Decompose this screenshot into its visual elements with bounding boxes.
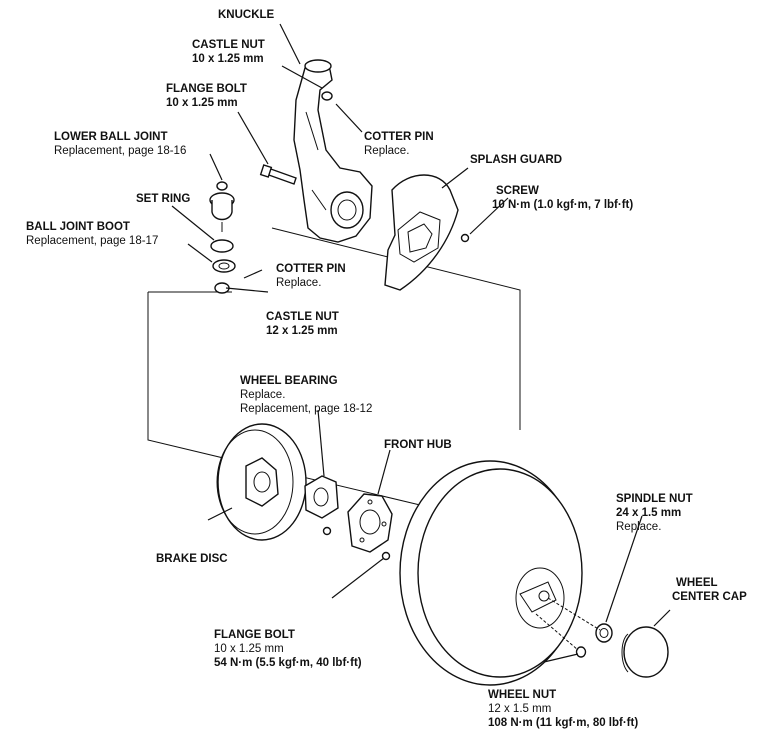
label-wheel-center-cap: WHEEL CENTER CAP bbox=[672, 576, 747, 604]
wheel-nut-part bbox=[575, 646, 587, 658]
label-cotter-pin-lower-note: Replace. bbox=[276, 277, 322, 289]
label-wheel-center-cap-title1: WHEEL bbox=[676, 577, 718, 589]
assembly-frame-right bbox=[271, 227, 521, 430]
label-set-ring-title: SET RING bbox=[136, 193, 191, 205]
label-screw: SCREW 10 N·m (1.0 kgf·m, 7 lbf·ft) bbox=[492, 184, 633, 212]
label-castle-nut-top: CASTLE NUT 10 x 1.25 mm bbox=[192, 38, 265, 66]
label-castle-nut-lower-title: CASTLE NUT bbox=[266, 311, 339, 323]
label-castle-nut-top-title: CASTLE NUT bbox=[192, 39, 265, 51]
label-splash-guard: SPLASH GUARD bbox=[470, 153, 562, 167]
label-splash-guard-title: SPLASH GUARD bbox=[470, 154, 563, 166]
label-spindle-nut-title: SPINDLE NUT bbox=[616, 493, 693, 505]
label-flange-bolt-lower: FLANGE BOLT 10 x 1.25 mm 54 N·m (5.5 kgf… bbox=[214, 628, 362, 670]
label-flange-bolt-top-spec: 10 x 1.25 mm bbox=[166, 97, 238, 109]
flange-bolt-top-part bbox=[259, 164, 297, 185]
label-castle-nut-lower-spec: 12 x 1.25 mm bbox=[266, 325, 338, 337]
label-wheel-bearing-note1: Replace. bbox=[240, 389, 286, 401]
label-knuckle-title: KNUCKLE bbox=[218, 9, 275, 21]
label-spindle-nut-spec: 24 x 1.5 mm bbox=[616, 507, 682, 519]
label-lower-ball-joint-note: Replacement, page 18-16 bbox=[54, 145, 187, 157]
label-ball-joint-boot: BALL JOINT BOOT Replacement, page 18-17 bbox=[26, 220, 158, 248]
front-hub-part bbox=[347, 493, 393, 553]
wheel-bearing-part bbox=[304, 475, 339, 519]
label-wheel-nut-torque: 108 N·m (11 kgf·m, 80 lbf·ft) bbox=[488, 717, 639, 729]
label-screw-title: SCREW bbox=[496, 185, 539, 197]
cotter-pin-lower-part bbox=[243, 269, 263, 279]
label-flange-bolt-lower-spec: 10 x 1.25 mm bbox=[214, 643, 284, 655]
label-wheel-bearing-note2: Replacement, page 18-12 bbox=[240, 403, 373, 415]
label-front-hub: FRONT HUB bbox=[384, 438, 452, 452]
label-cotter-pin-top: COTTER PIN Replace. bbox=[364, 130, 434, 158]
wheel-center-cap-part bbox=[621, 626, 669, 678]
label-ball-joint-boot-note: Replacement, page 18-17 bbox=[26, 235, 159, 247]
label-wheel-center-cap-title2: CENTER CAP bbox=[672, 591, 747, 603]
brake-disc-part bbox=[216, 423, 307, 541]
label-lower-ball-joint-title: LOWER BALL JOINT bbox=[54, 131, 168, 143]
label-front-hub-title: FRONT HUB bbox=[384, 439, 452, 451]
spindle-nut-part bbox=[595, 623, 613, 643]
label-knuckle: KNUCKLE bbox=[218, 8, 274, 22]
label-cotter-pin-lower: COTTER PIN Replace. bbox=[276, 262, 346, 290]
label-cotter-pin-top-title: COTTER PIN bbox=[364, 131, 434, 143]
castle-nut-top-part bbox=[321, 91, 333, 101]
label-brake-disc: BRAKE DISC bbox=[156, 552, 228, 566]
label-cotter-pin-lower-title: COTTER PIN bbox=[276, 263, 346, 275]
label-flange-bolt-top: FLANGE BOLT 10 x 1.25 mm bbox=[166, 82, 247, 110]
label-screw-torque: 10 N·m (1.0 kgf·m, 7 lbf·ft) bbox=[492, 199, 634, 211]
splash-guard-part bbox=[384, 174, 459, 291]
bearing-bolt-part bbox=[322, 526, 332, 536]
label-spindle-nut: SPINDLE NUT 24 x 1.5 mm Replace. bbox=[616, 492, 693, 534]
label-castle-nut-lower: CASTLE NUT 12 x 1.25 mm bbox=[266, 310, 339, 338]
label-castle-nut-top-spec: 10 x 1.25 mm bbox=[192, 53, 264, 65]
knuckle-part bbox=[293, 59, 373, 243]
lower-ball-joint-part bbox=[209, 181, 235, 232]
label-ball-joint-boot-title: BALL JOINT BOOT bbox=[26, 221, 130, 233]
label-brake-disc-title: BRAKE DISC bbox=[156, 553, 228, 565]
label-wheel-nut: WHEEL NUT 12 x 1.5 mm 108 N·m (11 kgf·m,… bbox=[488, 688, 638, 730]
flange-bolt-lower-part bbox=[381, 551, 391, 561]
label-cotter-pin-top-note: Replace. bbox=[364, 145, 410, 157]
label-wheel-nut-title: WHEEL NUT bbox=[488, 689, 557, 701]
ball-joint-boot-part bbox=[212, 259, 236, 273]
screw-part bbox=[460, 233, 470, 243]
label-wheel-bearing: WHEEL BEARING Replace. Replacement, page… bbox=[240, 374, 372, 416]
axle-line bbox=[547, 597, 601, 631]
label-flange-bolt-lower-title: FLANGE BOLT bbox=[214, 629, 295, 641]
label-lower-ball-joint: LOWER BALL JOINT Replacement, page 18-16 bbox=[54, 130, 186, 158]
leader-lines bbox=[171, 23, 671, 663]
label-flange-bolt-lower-torque: 54 N·m (5.5 kgf·m, 40 lbf·ft) bbox=[214, 657, 362, 669]
label-wheel-nut-spec: 12 x 1.5 mm bbox=[488, 703, 552, 715]
label-wheel-bearing-title: WHEEL BEARING bbox=[240, 375, 338, 387]
label-set-ring: SET RING bbox=[136, 192, 190, 206]
wheel-tire-part bbox=[399, 460, 583, 686]
label-flange-bolt-top-title: FLANGE BOLT bbox=[166, 83, 247, 95]
set-ring-part bbox=[210, 239, 234, 253]
label-spindle-nut-note: Replace. bbox=[616, 521, 662, 533]
stud-line bbox=[535, 613, 579, 651]
